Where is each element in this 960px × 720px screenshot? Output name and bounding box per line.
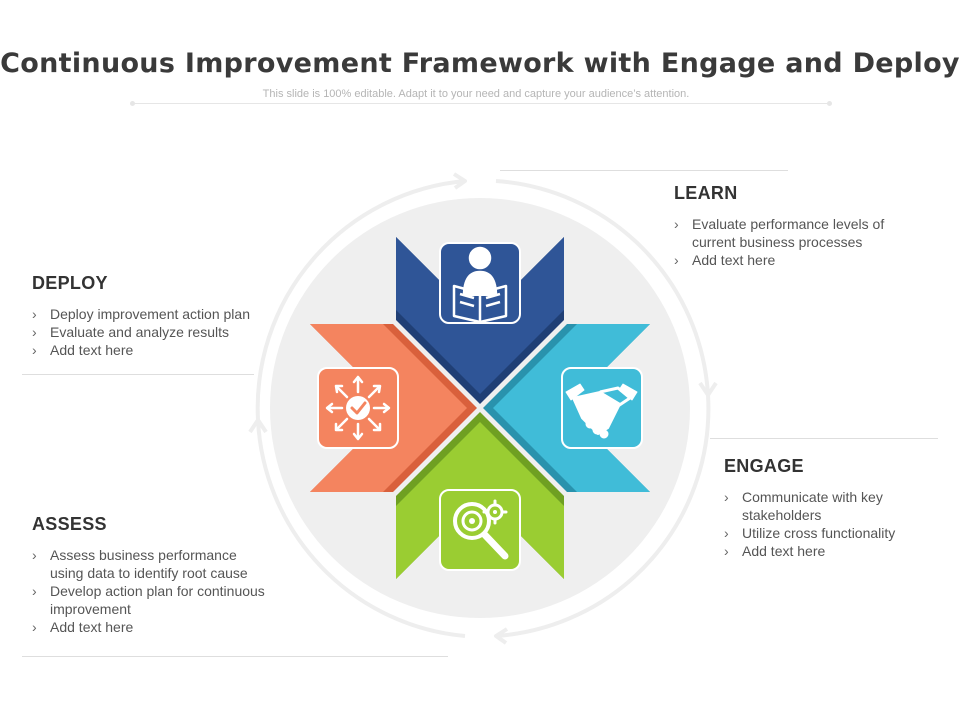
engage-list: Communicate with key stakeholders Utiliz… bbox=[724, 488, 924, 560]
list-item: Add text here bbox=[32, 618, 272, 636]
deploy-connector-line bbox=[22, 374, 254, 375]
list-item: Assess business performance using data t… bbox=[32, 546, 272, 582]
list-item: Add text here bbox=[674, 251, 914, 269]
deploy-chevron bbox=[310, 324, 477, 492]
cycle-arrowheads bbox=[248, 172, 718, 645]
list-item: Evaluate performance levels of current b… bbox=[674, 215, 914, 251]
subtitle-divider bbox=[130, 101, 832, 106]
assess-chevron bbox=[396, 412, 564, 579]
list-item: Add text here bbox=[32, 341, 252, 359]
deploy-block: DEPLOY Deploy improvement action plan Ev… bbox=[32, 273, 252, 359]
assess-connector-line bbox=[22, 656, 448, 657]
engage-connector-line bbox=[710, 438, 938, 439]
target-arrows-icon bbox=[325, 375, 391, 441]
deploy-list: Deploy improvement action plan Evaluate … bbox=[32, 305, 252, 359]
assess-heading: ASSESS bbox=[32, 514, 107, 534]
learn-heading: LEARN bbox=[674, 183, 738, 203]
list-item: Develop action plan for continuous impro… bbox=[32, 582, 272, 618]
learn-chevron bbox=[396, 237, 564, 404]
list-item: Utilize cross functionality bbox=[724, 524, 924, 542]
slide-title: Continuous Improvement Framework with En… bbox=[0, 48, 960, 79]
learn-block: LEARN Evaluate performance levels of cur… bbox=[674, 183, 914, 269]
assess-block: ASSESS Assess business performance using… bbox=[32, 514, 272, 636]
list-item: Add text here bbox=[724, 542, 924, 560]
list-item: Evaluate and analyze results bbox=[32, 323, 252, 341]
assess-icon-tile bbox=[439, 489, 521, 571]
assess-list: Assess business performance using data t… bbox=[32, 546, 272, 636]
gear-magnifier-icon bbox=[453, 499, 509, 560]
deploy-heading: DEPLOY bbox=[32, 273, 108, 293]
learn-list: Evaluate performance levels of current b… bbox=[674, 215, 914, 269]
engage-heading: ENGAGE bbox=[724, 456, 804, 476]
handshake-icon bbox=[565, 383, 638, 439]
reader-with-book-icon bbox=[452, 246, 508, 324]
engage-block: ENGAGE Communicate with key stakeholders… bbox=[724, 456, 924, 560]
list-item: Deploy improvement action plan bbox=[32, 305, 252, 323]
list-item: Communicate with key stakeholders bbox=[724, 488, 924, 524]
background-disc bbox=[270, 198, 690, 618]
engage-chevron bbox=[483, 324, 650, 492]
slide-subtitle: This slide is 100% editable. Adapt it to… bbox=[262, 88, 690, 100]
learn-connector-line bbox=[500, 170, 788, 171]
cycle-ring bbox=[255, 179, 711, 638]
